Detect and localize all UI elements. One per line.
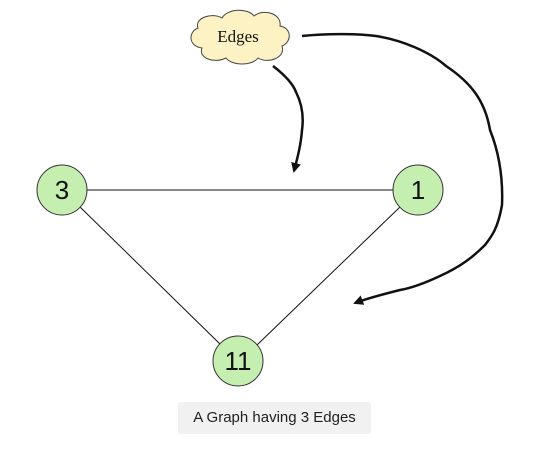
edges-annotation-cloud: Edges bbox=[190, 9, 290, 65]
node-1-circle bbox=[392, 164, 444, 216]
node-11: 11 bbox=[212, 335, 264, 387]
node-11-label: 11 bbox=[225, 346, 252, 376]
node-3-label: 3 bbox=[55, 175, 69, 205]
arrow-to-edge-3-1 bbox=[272, 65, 304, 173]
node-3-circle bbox=[36, 164, 88, 216]
node-1: 1 bbox=[392, 164, 444, 216]
arrow-to-edge-1-11 bbox=[301, 32, 504, 305]
cloud-label: Edges bbox=[217, 27, 259, 46]
edge-3-11 bbox=[79, 206, 222, 346]
edge-1-11 bbox=[256, 206, 401, 346]
cloud-shape bbox=[190, 9, 290, 65]
node-1-label: 1 bbox=[411, 175, 425, 205]
diagram-caption: A Graph having 3 Edges bbox=[178, 402, 371, 434]
node-11-circle bbox=[212, 335, 264, 387]
node-3: 3 bbox=[36, 164, 88, 216]
